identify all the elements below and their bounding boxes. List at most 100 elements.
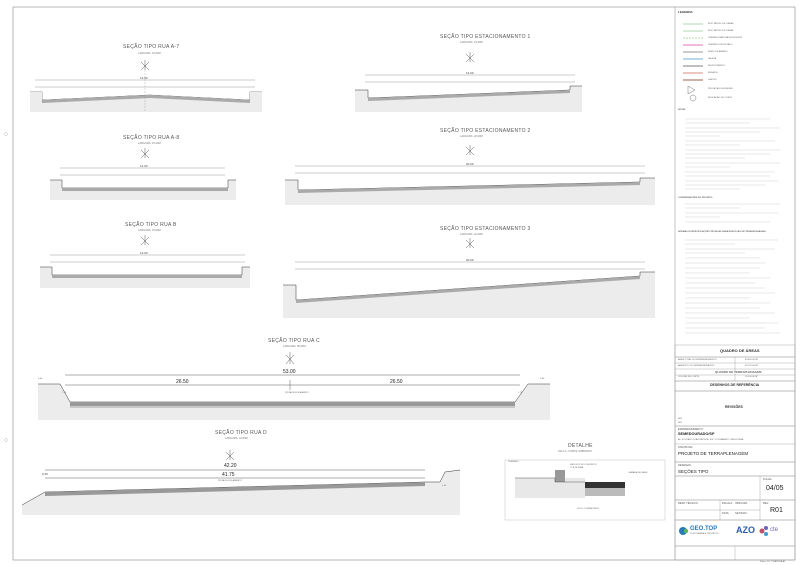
detail-title: DETALHE — [568, 443, 593, 449]
section-d-left-edge: 0.45 — [42, 472, 48, 476]
section-a7-width: LARGURA: 15,00M — [138, 52, 161, 55]
drawing-name: SEÇÕES TIPO — [678, 469, 709, 474]
section-est2-title: SEÇÃO TIPO ESTACIONAMENTO 2 — [440, 128, 531, 134]
client-address: AV. SOLDADO JOÃO BATISTA, S/N - LOTEAMEN… — [678, 439, 744, 441]
section-c-left-offset: 0.60 — [38, 378, 43, 380]
section-c-right-level: 1.70 — [518, 392, 523, 394]
scale-value: INDICADA — [735, 502, 748, 505]
brand-azo: AZO — [736, 525, 755, 535]
section-est1-title: SEÇÃO TIPO ESTACIONAMENTO 1 — [440, 34, 531, 40]
quadro-areas-row: ÁREA TOTAL DO EMPREENDIMENTO — [678, 359, 717, 361]
brand-cte: cte — [770, 527, 779, 533]
section-c-right: 26.50 — [390, 379, 403, 385]
legend-item: ENSAIOS — [708, 72, 718, 74]
section-est1-width: LARGURA: 15,00M — [460, 41, 483, 44]
legend-item: REVESTIMENTO — [708, 65, 726, 67]
section-est2-width: LARGURA: 22,00M — [460, 135, 483, 138]
section-est3-drawing — [283, 238, 655, 318]
legend-item: INDICAÇÃO DE CORTE — [708, 97, 733, 99]
detail-subtitle: VALA C. CORTE SUBMISSO — [558, 450, 592, 453]
scale-label: ESCALA: — [722, 502, 733, 505]
logo-cte — [759, 526, 768, 536]
section-d-main: 41.75 — [222, 472, 235, 478]
legend-item: PROJEÇÃO DE ATERRO — [708, 88, 734, 90]
date-label: DATA: — [722, 512, 730, 515]
section-c-title: SEÇÃO TIPO RUA C — [268, 338, 320, 344]
quadro-terra-row: VOLUME DE CORTE — [678, 376, 700, 378]
footer-stamp: Folha: 1/1 - PRANCHA A1 — [760, 561, 786, 563]
section-est3-total: 20.00 — [466, 258, 474, 262]
section-a7-total: 13.00 — [140, 76, 148, 80]
detail-label-meiofio: MEIO-FIO DE CONCRETO — [570, 464, 597, 466]
section-est3-width: LARGURA: 22,00M — [460, 233, 483, 236]
title-block-frames — [674, 344, 796, 561]
detail-label-terreno: TERRENO — [508, 461, 519, 463]
client-name: SEMEDOURADO/SP — [678, 432, 715, 436]
section-a8-drawing — [50, 148, 236, 200]
section-d-title: SEÇÃO TIPO RUA D — [215, 430, 267, 436]
revisao-row: R01 — [678, 422, 683, 424]
brand-geotop: GEO.TOP — [690, 526, 718, 532]
section-c-width: LARGURA: 55,00M — [283, 345, 306, 348]
notes-lines — [685, 118, 780, 334]
legend-title: LEGENDA — [678, 10, 693, 14]
punch-hole-top — [4, 132, 8, 136]
drawing-label: DESENHO: — [678, 464, 692, 467]
section-b-drawing — [40, 235, 250, 288]
section-est2-total: 20.00 — [466, 162, 474, 166]
quadro-areas-value: 55.120,00 M² — [745, 365, 758, 367]
section-c-right-offset: 0.60 — [540, 378, 545, 380]
section-b-total: 13.00 — [140, 251, 148, 255]
brand-geotop-sub: TOPOGRAFIA E PROJETOS — [690, 533, 719, 535]
detail-drawing — [504, 459, 666, 521]
sheet-border — [12, 6, 796, 561]
detail-label-tcb: TCB NORMA — [570, 467, 584, 469]
client-label: EMPREENDIMENTO: — [678, 428, 704, 431]
referencias-title: DESENHOS DE REFERÊNCIA — [710, 383, 760, 387]
section-d-right-level: 1.30 — [442, 485, 447, 487]
legend-item: EIXO METRO DE OBRAS — [708, 23, 734, 25]
legend-item: LASTRO — [708, 79, 717, 81]
discipline: PROJETO DE TERRAPLENAGEM — [678, 451, 749, 456]
logo-geotop — [679, 527, 689, 535]
revisoes-title: REVISÕES — [725, 405, 743, 409]
section-c-left: 26.50 — [176, 379, 189, 385]
quadro-terra-value: 15.240,00 M³ — [745, 376, 758, 378]
sheet-label: FOLHA — [763, 478, 772, 481]
quadro-terraplenagem-title: QUADRO DE TERRAPLENAGEM — [715, 370, 762, 374]
discipline-label: DISCIPLINA: — [678, 446, 694, 449]
section-est1-drawing — [355, 52, 582, 112]
section-a8-total: 12.00 — [140, 164, 148, 168]
notes-title: NOTAS — [678, 109, 686, 111]
quadro-areas-title: QUADRO DE ÁREAS — [720, 348, 760, 353]
section-a7-drawing — [30, 60, 262, 112]
author-label: RESP. TÉCNICO: — [678, 502, 699, 505]
quadro-areas-row: ÁREA ÚTIL DO EMPREENDIMENTO — [678, 365, 715, 367]
detail-label-base: CAMADA DE BASE — [628, 472, 648, 474]
section-c-left-level: 1.70 — [62, 392, 67, 394]
section-a7-title: SEÇÃO TIPO RUA A-7 — [123, 44, 180, 50]
section-est2-drawing — [285, 145, 655, 205]
section-est1-total: 13.00 — [466, 71, 474, 75]
section-est3-title: SEÇÃO TIPO ESTACIONAMENTO 3 — [440, 226, 531, 232]
legend-item: MURO DE ARRIMO — [708, 51, 728, 53]
punch-hole-bottom — [4, 438, 8, 442]
revisao-row: R00 — [678, 418, 683, 420]
legend-item: EIXO METRO DE OBRAS — [708, 30, 734, 32]
legend-item: TERRENO NATURAL/EXISTENTE — [708, 37, 743, 39]
legend-symbols — [683, 23, 703, 102]
section-c-label: PISTA DE ROLAMENTO — [285, 392, 310, 394]
legend-item: VALETA — [708, 58, 717, 60]
section-d-width: LARGURA: 44,00M — [225, 437, 248, 440]
sheet-number: 04/05 — [766, 485, 784, 492]
section-c-drawing — [38, 352, 550, 420]
section-c-total: 53.00 — [283, 369, 296, 375]
rev-label: REV. — [763, 502, 769, 505]
quadro-areas-value: 84.650,00 M² — [745, 359, 758, 361]
section-a8-width: LARGURA: 15,00M — [138, 142, 161, 145]
detail-label-solo: SOLO COMPACTADO — [577, 508, 600, 510]
date-value: SET/2023 — [735, 512, 747, 515]
section-d-label: PISTA DE ROLAMENTO — [218, 480, 243, 482]
notes-consideracoes-title: CONSIDERAÇÕES DO PROJETO: — [678, 197, 713, 199]
section-b-width: LARGURA: 15,00M — [138, 229, 161, 232]
